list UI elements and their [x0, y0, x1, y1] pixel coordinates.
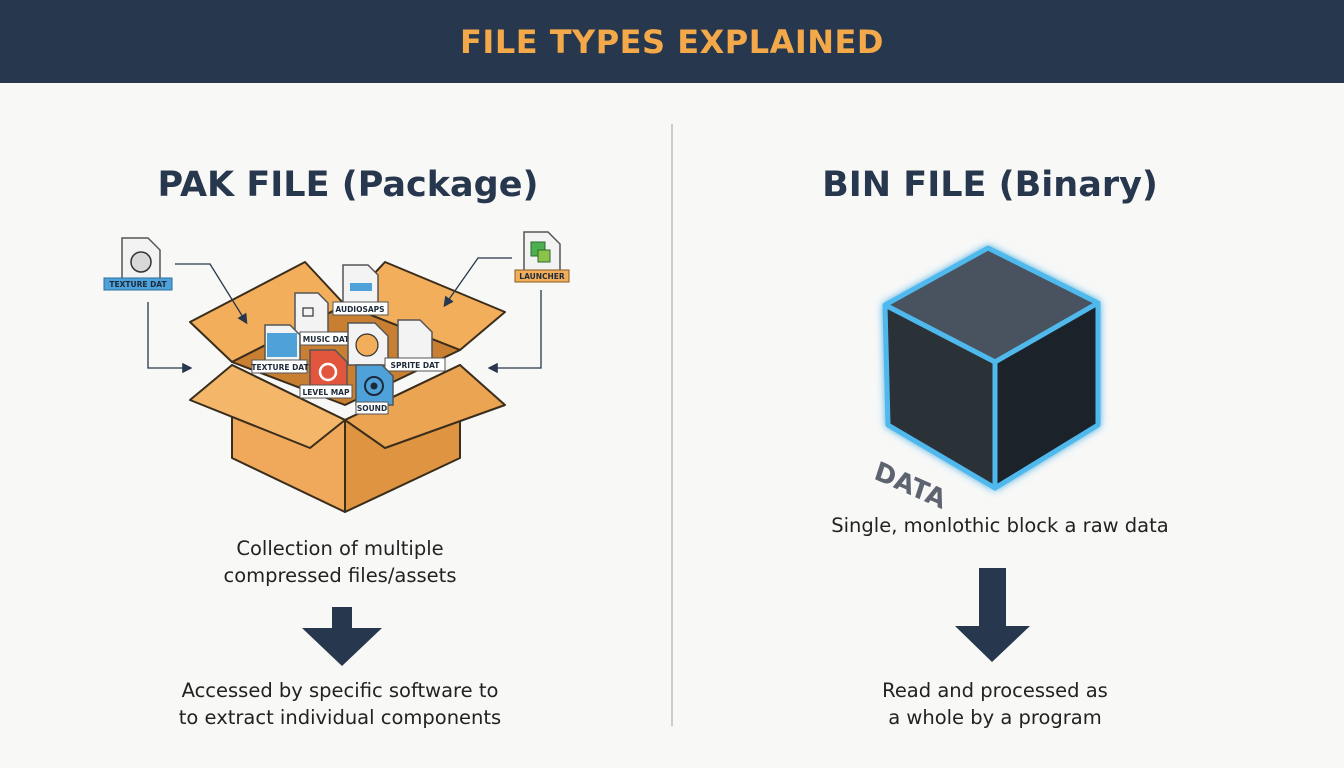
- file-icon: [342, 264, 379, 306]
- bin-section-title: BIN FILE (Binary): [822, 165, 1158, 205]
- file-label: MUSIC DAT: [303, 335, 350, 344]
- file-label-tag: [299, 384, 353, 399]
- external-file-texture: TEXTURE DAT: [103, 237, 173, 291]
- pak-description-line: Collection of multiple: [236, 537, 444, 560]
- file-icon: [264, 324, 301, 366]
- package-box-icon: [189, 261, 506, 513]
- file-label: SPRITE DAT: [391, 361, 441, 370]
- file-label: SOUND: [357, 404, 387, 413]
- file-label: LAUNCHER: [519, 272, 565, 281]
- pak-section-title: PAK FILE (Package): [157, 165, 539, 205]
- bin-result-line: a whole by a program: [888, 706, 1102, 729]
- pak-result-line: to extract individual components: [178, 706, 502, 729]
- pak-description: Collection of multiple compressed files/…: [170, 535, 510, 589]
- page-title: FILE TYPES EXPLAINED: [460, 22, 884, 61]
- connector-arrows: [147, 257, 542, 374]
- cube-label: DATA: [871, 457, 950, 517]
- file-label: TEXTURE DAT: [251, 363, 309, 372]
- file-label-tag: [355, 401, 389, 415]
- header-banner: FILE TYPES EXPLAINED: [0, 0, 1344, 83]
- file-label-tag: [332, 301, 389, 316]
- center-divider: [671, 124, 673, 726]
- packaged-files: AUDIOSAPS MUSIC DAT TEXTURE DAT SPRITE D…: [251, 264, 446, 415]
- pak-result-line: Accessed by specific software to: [181, 679, 499, 702]
- data-cube-icon: [882, 245, 1101, 491]
- file-label: TEXTURE DAT: [109, 280, 167, 289]
- pak-result: Accessed by specific software to to extr…: [150, 677, 530, 731]
- file-icon: [355, 364, 394, 406]
- bin-result: Read and processed as a whole by a progr…: [820, 677, 1170, 731]
- file-icon: [309, 349, 348, 391]
- file-label: LEVEL MAP: [303, 388, 350, 397]
- file-icon: [397, 319, 433, 363]
- external-file-launcher: LAUNCHER: [514, 231, 570, 283]
- file-icon: [347, 322, 389, 366]
- file-icon: [294, 292, 329, 336]
- file-label-tag: [384, 357, 446, 372]
- file-label: AUDIOSAPS: [335, 305, 384, 314]
- file-label-tag: [251, 359, 308, 374]
- pak-description-line: compressed files/assets: [223, 564, 457, 587]
- arrow-down-icon: [302, 607, 382, 666]
- bin-result-line: Read and processed as: [882, 679, 1108, 702]
- arrow-down-icon: [955, 568, 1030, 662]
- bin-description: Single, monlothic block a raw data: [831, 514, 1169, 537]
